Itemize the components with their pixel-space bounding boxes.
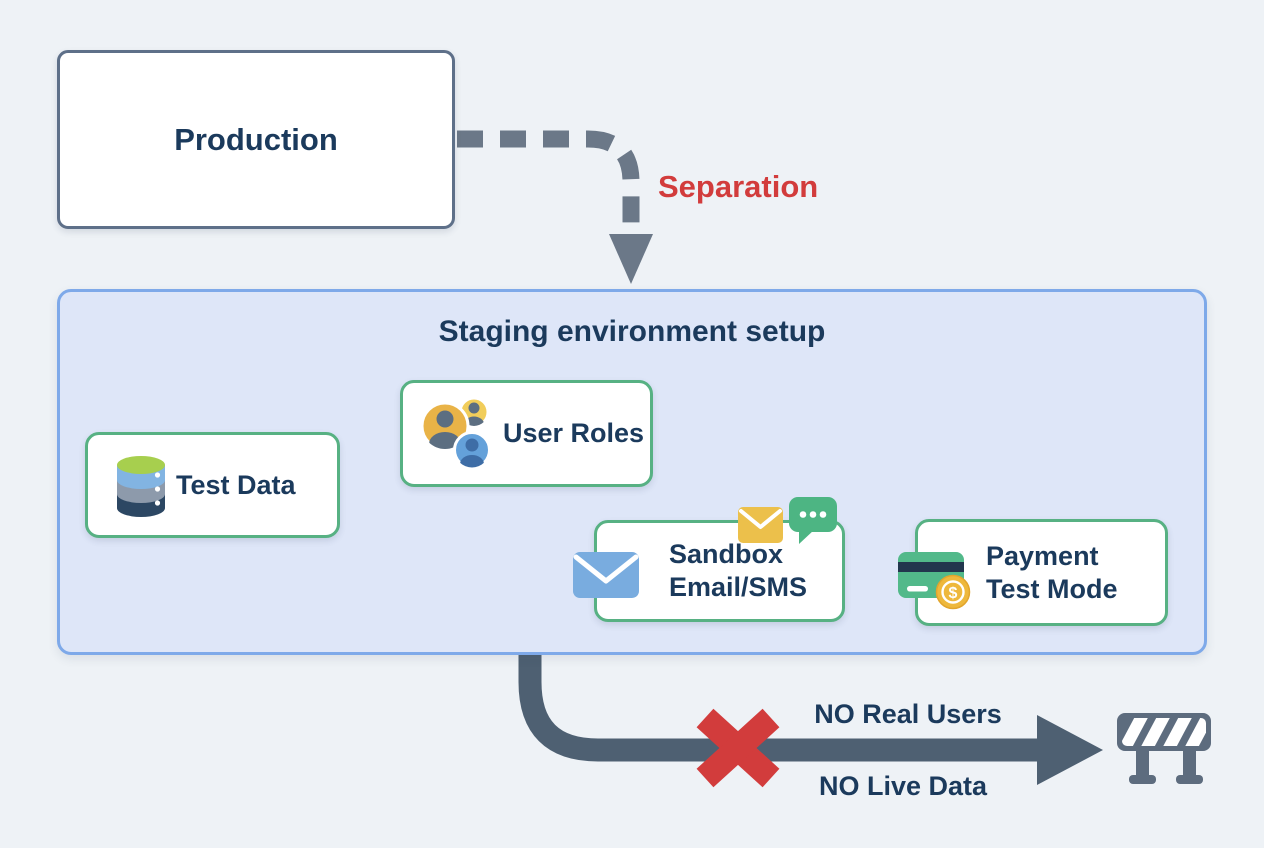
sandbox-label: Sandbox Email/SMS	[669, 539, 808, 602]
user-roles-node: User Roles	[400, 380, 653, 487]
payment-node: $ Payment Test Mode	[898, 519, 1168, 626]
staging-title: Staging environment setup	[438, 315, 826, 348]
svg-text:$: $	[949, 585, 958, 602]
production-box: Production	[57, 50, 455, 229]
envelope-yellow-icon	[738, 507, 783, 543]
user-roles-label: User Roles	[503, 418, 645, 449]
restricted-flow-arrow	[518, 655, 1103, 785]
dollar-coin-icon: $	[935, 574, 971, 610]
roadblock-barrier-icon	[1117, 713, 1211, 784]
test-data-label: Test Data	[176, 469, 296, 500]
payment-label: Payment Test Mode	[986, 540, 1118, 604]
chat-bubble-icon	[789, 497, 837, 544]
credit-card-icon: $	[898, 552, 971, 610]
separation-label: Separation	[658, 169, 819, 204]
production-label: Production	[174, 121, 338, 157]
envelope-blue-icon	[573, 552, 639, 598]
no-live-data-label: NO Live Data	[818, 771, 988, 801]
no-real-users-label: NO Real Users	[814, 699, 1002, 729]
users-icon	[420, 396, 491, 469]
sandbox-node: Sandbox Email/SMS	[573, 497, 845, 622]
test-data-node: Test Data	[85, 432, 340, 538]
database-icon	[117, 456, 165, 517]
dashed-separation-arrow	[457, 130, 653, 284]
red-x-icon	[696, 708, 780, 788]
